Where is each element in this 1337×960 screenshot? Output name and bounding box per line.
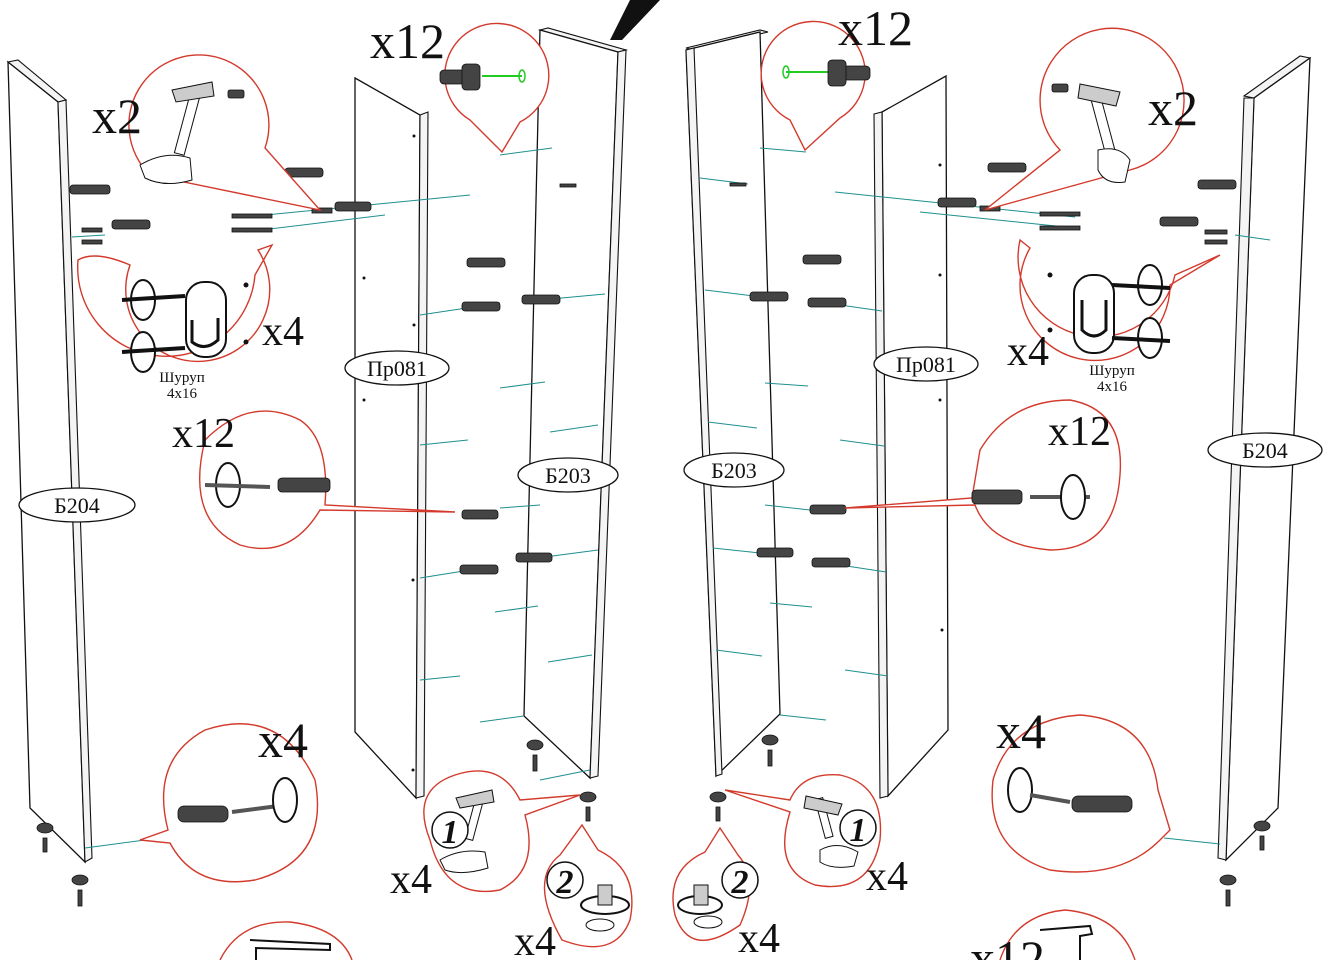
callout-confirmat-right <box>991 714 1171 873</box>
callout-hanger-left <box>76 243 274 373</box>
count-screw-mid-right: x12 <box>1048 409 1111 455</box>
label-pr081-right: Пр081 <box>896 352 956 377</box>
callout-partial-bottom-right <box>999 909 1136 960</box>
callout-dowel-top-left <box>439 22 550 154</box>
svg-text:2: 2 <box>731 864 749 901</box>
count-hanger-left: x4 <box>262 309 304 355</box>
callout-foot-hammer-left <box>423 770 581 893</box>
callout-foot-hammer-right <box>724 774 882 888</box>
label-b203-left: Б203 <box>545 463 591 488</box>
label-b204-left: Б204 <box>54 493 100 518</box>
label-pr081-left: Пр081 <box>367 356 427 381</box>
callout-screw-mid-left <box>198 410 456 550</box>
count-top-left: x12 <box>370 13 445 69</box>
label-b204-right: Б204 <box>1242 438 1288 463</box>
callout-foot-cap-right <box>672 826 751 941</box>
panel-b204-left <box>6 59 93 864</box>
callout-partial-bottom-left <box>219 921 353 960</box>
panel-pr081-right <box>873 74 949 799</box>
count-foot-hammer-left: x4 <box>390 857 432 903</box>
panel-b203-right <box>685 29 781 778</box>
callout-hammer-right <box>984 27 1185 211</box>
callout-hanger-right <box>1017 238 1221 362</box>
hammer-icon-right <box>1077 83 1131 183</box>
svg-text:1: 1 <box>850 812 867 849</box>
count-hanger-right: x4 <box>1007 329 1049 375</box>
step-badge-1-left: 1 <box>431 811 469 851</box>
count-hammer-left: x2 <box>92 88 142 144</box>
screw-note-left-line1: Шуруп <box>159 370 204 386</box>
callout-screw-mid-right <box>844 399 1122 551</box>
step-badge-2-right: 2 <box>721 861 759 901</box>
panel-b203-left <box>523 27 629 780</box>
title-fragment <box>610 0 660 40</box>
count-screw-mid-left: x12 <box>172 411 235 457</box>
count-top-right: x12 <box>838 0 913 56</box>
callout-dowel-top-right <box>760 20 871 152</box>
screw-note-right-line1: Шуруп <box>1089 363 1134 379</box>
callout-foot-cap-left <box>543 823 633 948</box>
callout-confirmat-left <box>139 723 319 883</box>
count-bottom-right-partial: x12 <box>970 930 1045 960</box>
count-hammer-right: x2 <box>1148 80 1198 136</box>
screw-note-left-line2: 4x16 <box>167 386 198 402</box>
panel-pr081-left <box>354 76 429 800</box>
step-badge-2-left: 2 <box>546 861 584 901</box>
count-confirmat-right: x4 <box>996 703 1046 759</box>
hammer-icon <box>139 81 215 184</box>
count-foot-cap-left: x4 <box>514 919 556 960</box>
label-b203-right: Б203 <box>711 458 757 483</box>
feet <box>36 734 1271 907</box>
svg-text:1: 1 <box>442 814 459 851</box>
guide-lines <box>71 147 1271 849</box>
callout-hammer-left <box>128 54 322 212</box>
count-foot-cap-right: x4 <box>738 916 780 960</box>
svg-text:2: 2 <box>556 864 574 901</box>
count-confirmat-left: x4 <box>258 712 308 768</box>
count-foot-hammer-right: x4 <box>866 854 908 900</box>
screw-note-right-line2: 4x16 <box>1097 379 1128 395</box>
step-badge-1-right: 1 <box>839 809 877 849</box>
fittings <box>69 162 1237 575</box>
